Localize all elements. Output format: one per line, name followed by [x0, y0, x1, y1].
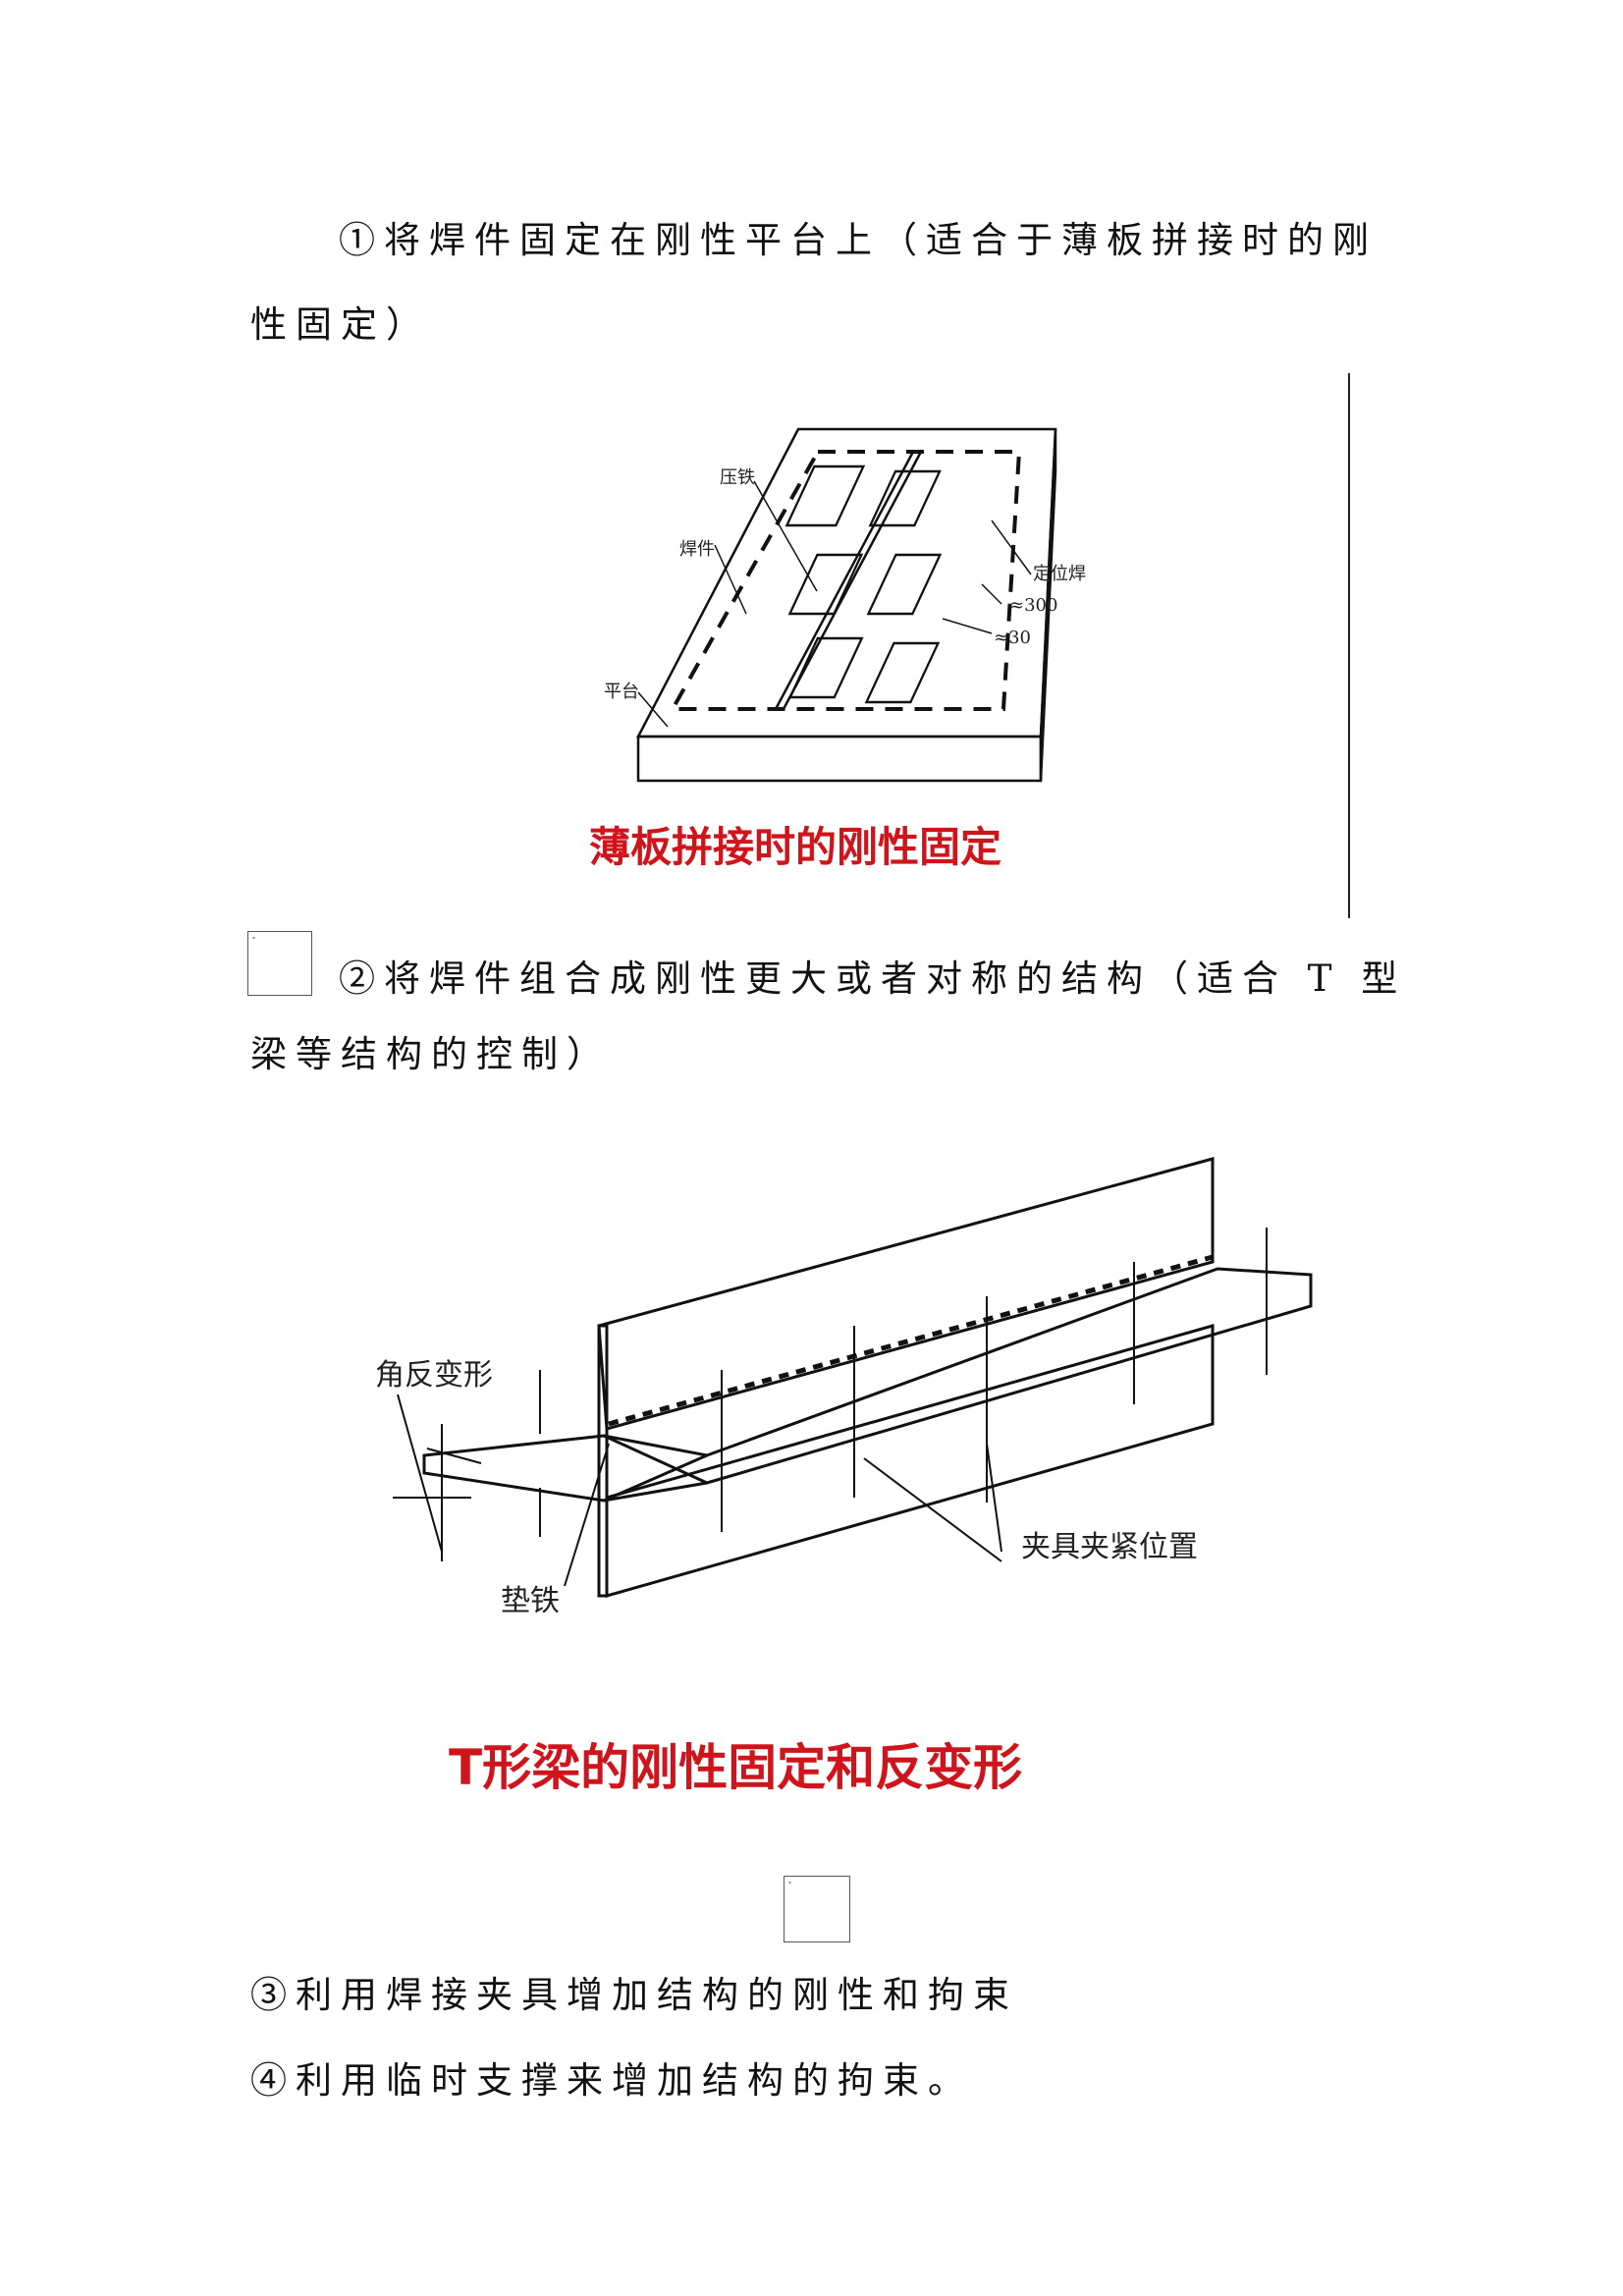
paragraph-2-line-2: 梁等结构的控制）: [250, 1033, 612, 1075]
label-tack-weld: 定位焊: [1033, 564, 1086, 584]
label-press-iron: 压铁: [720, 467, 755, 488]
figure-2-caption: T形梁的刚性固定和反变形: [449, 1739, 1023, 1796]
paragraph-4: ④利用临时支撑来增加结构的拘束。: [250, 2059, 973, 2102]
label-angular-reverse-deformation: 角反变形: [375, 1358, 493, 1393]
paragraph-1-line-1: ①将焊件固定在刚性平台上（适合于薄板拼接时的刚: [339, 219, 1378, 261]
label-platform: 平台: [604, 682, 639, 702]
figure-1-caption: 薄板拼接时的刚性固定: [589, 823, 1002, 871]
broken-image-placeholder: ▪: [784, 1876, 850, 1942]
label-weldment: 焊件: [679, 539, 715, 560]
t-beam-drawing: [393, 1157, 1313, 1598]
label-dim-300: ≈300: [1009, 595, 1057, 616]
label-dim-30: ≈30: [994, 628, 1031, 648]
figure-t-beam-rigid-fixing: 角反变形 垫铁 夹具夹紧位置: [375, 1157, 1313, 1618]
paragraph-3: ③利用焊接夹具增加结构的刚性和拘束: [250, 1974, 1018, 2016]
paragraph-1-line-2: 性固定）: [250, 303, 431, 346]
label-clamp-position: 夹具夹紧位置: [1021, 1530, 1198, 1564]
label-shim: 垫铁: [501, 1584, 560, 1618]
vertical-rule: [1348, 373, 1350, 918]
broken-image-placeholder: ▪: [247, 931, 312, 996]
paragraph-2-line-1: ②将焊件组合成刚性更大或者对称的结构（适合 T 型: [339, 957, 1407, 1000]
figure-thin-plate-rigid-fixing: 压铁 焊件 平台 定位焊 ≈300 ≈30: [604, 427, 1086, 783]
platform-drawing: [635, 427, 1057, 783]
